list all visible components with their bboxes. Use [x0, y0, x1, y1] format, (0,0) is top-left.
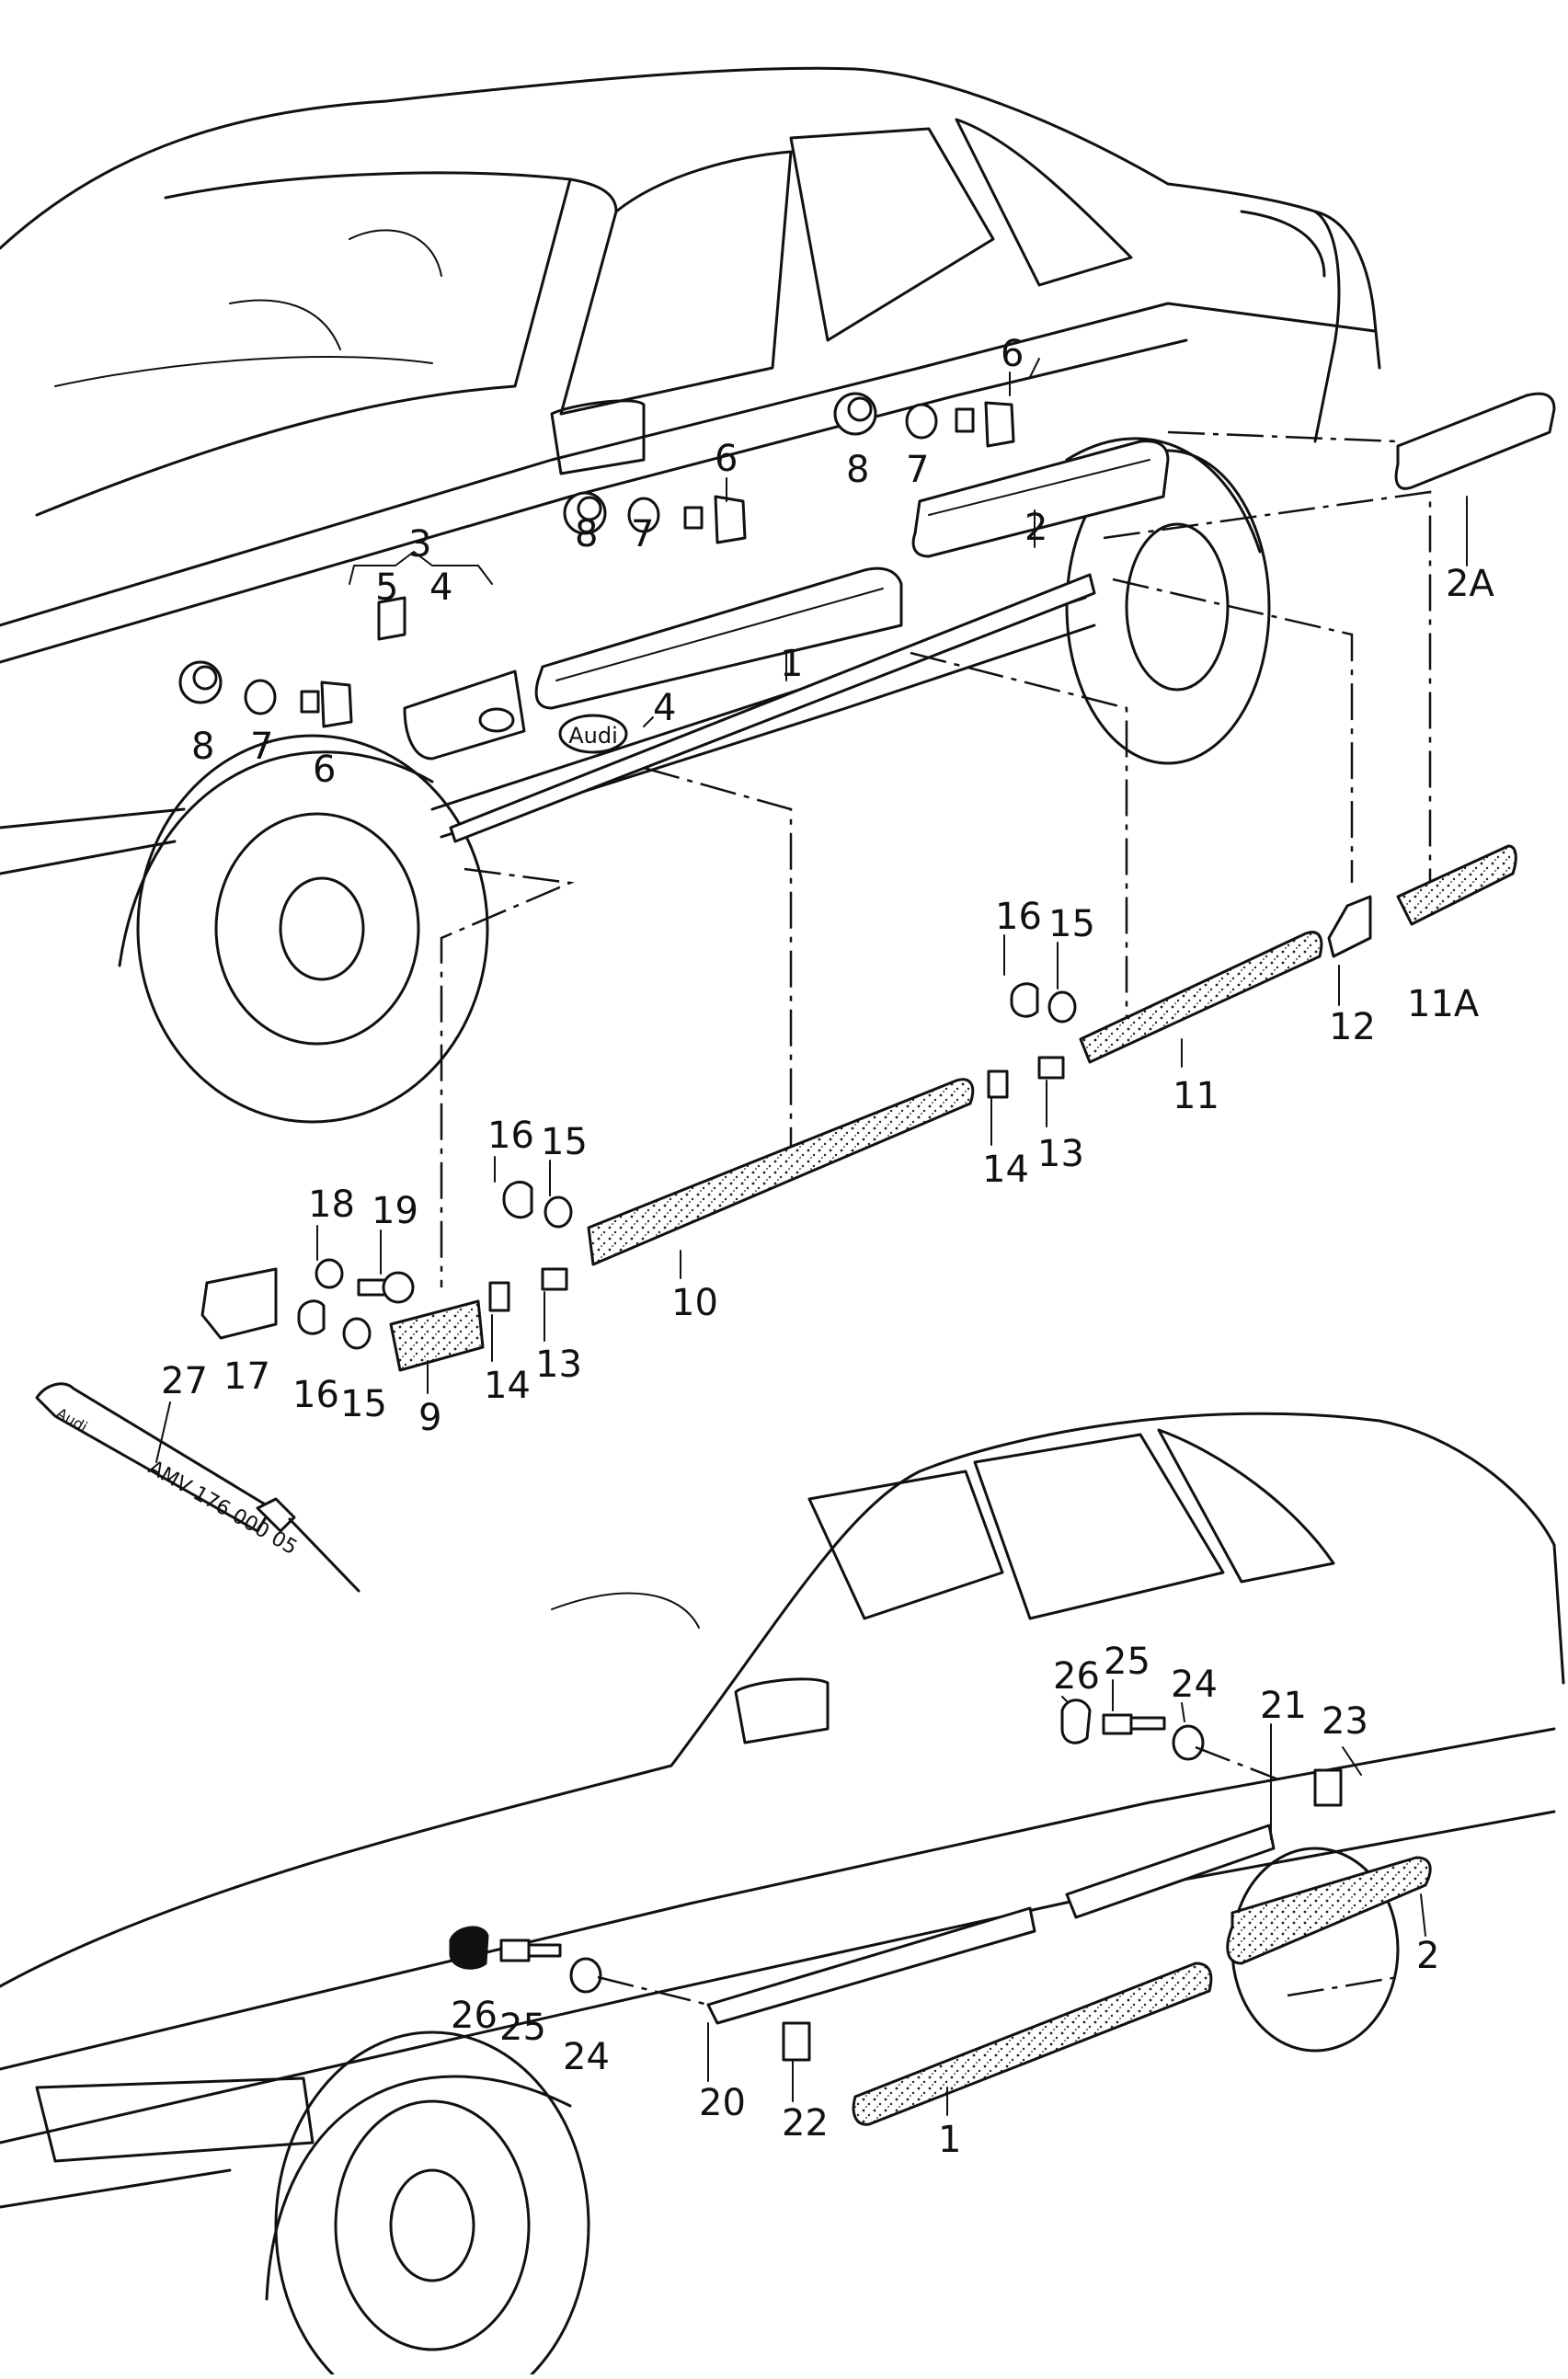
callout-label: 26 — [451, 1995, 498, 2037]
bracket-20 — [706, 1906, 1036, 2025]
callout-label: 1 — [938, 2119, 961, 2161]
callout-label: 14 — [982, 1149, 1029, 1191]
callout-label: 15 — [541, 1121, 588, 1163]
callout-label: 8 — [191, 726, 214, 768]
callout-label: 2 — [1416, 1935, 1439, 1977]
clip-22 — [782, 2021, 811, 2062]
sill-panel-11 — [1079, 931, 1323, 1064]
callout-label: 24 — [563, 2036, 610, 2078]
callout-label: 25 — [1104, 1641, 1150, 1683]
bracket-12 — [1327, 895, 1372, 958]
fastener-set-fender — [178, 660, 353, 728]
callout-label: 2 — [1024, 507, 1047, 549]
callout-label: 4 — [429, 566, 452, 609]
callout-leader-ticks — [155, 372, 1468, 2116]
callout-label: 15 — [1048, 903, 1095, 945]
lower-parts — [449, 1698, 1432, 2126]
sill-panel-10 — [587, 1078, 975, 1266]
callout-label: 23 — [1322, 1700, 1368, 1743]
side-skirt-1 — [852, 1962, 1213, 2126]
callout-label: 6 — [313, 749, 336, 791]
lower-leaders — [597, 1745, 1399, 2007]
front-door-trim-moulding — [534, 566, 903, 710]
callout-label: 16 — [292, 1374, 339, 1416]
lower-car-outline — [0, 1412, 1565, 2379]
upper-parts: Audi — [178, 392, 1556, 843]
rear-door-trim-moulding — [911, 440, 1170, 558]
callout-label: 13 — [1037, 1133, 1084, 1175]
callout-label: 7 — [906, 449, 929, 491]
emblem-label: Audi — [568, 723, 618, 749]
upper-leaders — [349, 358, 1432, 1287]
mounting-bracket-17 — [200, 1267, 278, 1340]
callout-label: 6 — [1001, 333, 1024, 375]
exploded-sill-parts — [200, 844, 1517, 1372]
sill-panel-11A — [1396, 844, 1517, 926]
callout-label: 19 — [372, 1190, 418, 1232]
callout-label: 17 — [223, 1355, 270, 1398]
callout-label: 27 — [161, 1360, 208, 1402]
clip-23 — [1313, 1768, 1343, 1807]
callout-label: 16 — [487, 1115, 534, 1157]
callout-label: 20 — [699, 2082, 746, 2124]
front-fender-moulding — [403, 669, 526, 761]
callout-label: 6 — [715, 438, 738, 480]
callout-label: 9 — [418, 1397, 441, 1439]
callout-label: 11 — [1173, 1075, 1219, 1117]
callout-label: 18 — [308, 1184, 355, 1226]
callout-labels: 6 8 7 6 8 7 2 2A 3 5 4 1 4 8 7 6 16 15 1… — [161, 333, 1494, 2161]
sill-rail — [449, 573, 1096, 843]
callout-label: 7 — [250, 726, 273, 768]
rear-quarter-moulding — [1394, 392, 1556, 490]
callout-label: 26 — [1053, 1655, 1100, 1698]
callout-label: 3 — [408, 523, 431, 566]
callout-label: 8 — [575, 513, 598, 555]
callout-label: 7 — [631, 513, 654, 555]
callout-label: 12 — [1329, 1006, 1376, 1048]
callout-label: 21 — [1260, 1685, 1307, 1727]
audi-emblem — [558, 714, 628, 754]
callout-label: 25 — [499, 2007, 546, 2049]
callout-label: 10 — [671, 1282, 718, 1324]
callout-label: 16 — [995, 896, 1042, 938]
callout-label: 2A — [1446, 563, 1494, 605]
sill-end-9 — [389, 1299, 485, 1372]
clip-5 — [377, 596, 406, 641]
callout-label: 13 — [535, 1344, 582, 1386]
bracket-21 — [1065, 1824, 1276, 1919]
rear-skirt-2 — [1226, 1856, 1432, 1965]
callout-label: 11A — [1407, 983, 1480, 1025]
callout-label: 22 — [782, 2102, 829, 2145]
upper-car-outline — [0, 66, 1381, 1124]
fastener-set-front-door — [563, 491, 747, 544]
callout-label: 4 — [653, 687, 676, 729]
callout-label: 14 — [484, 1365, 531, 1407]
callout-label: 15 — [340, 1383, 387, 1425]
fastener-set-rear — [833, 392, 1015, 448]
callout-label: 24 — [1171, 1664, 1218, 1706]
callout-label: 1 — [780, 643, 803, 685]
callout-label: 5 — [375, 566, 398, 609]
callout-label: 8 — [846, 449, 869, 491]
